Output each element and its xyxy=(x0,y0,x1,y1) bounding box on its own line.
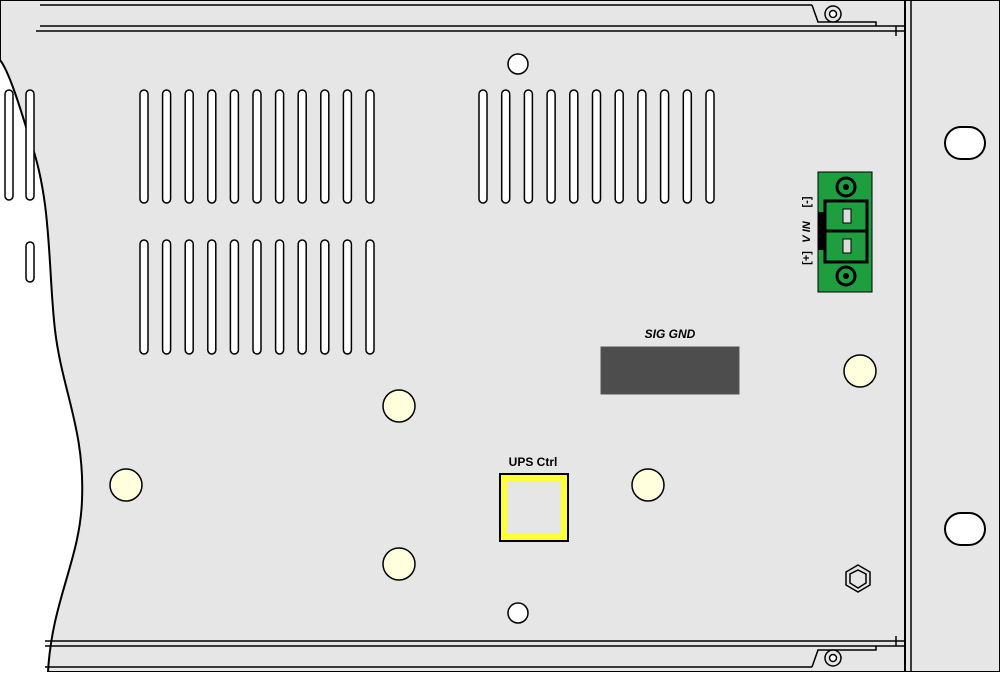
vent-slot xyxy=(252,239,262,355)
vent-slot xyxy=(161,239,172,355)
rail-screw-bottom xyxy=(824,649,842,667)
vin-label: [-] V IN [+] xyxy=(801,196,813,265)
vent-slot xyxy=(320,89,330,204)
led-indicators xyxy=(109,354,877,581)
vent-slot xyxy=(184,239,194,355)
vent-slot xyxy=(297,89,307,204)
vent-slot xyxy=(274,89,285,204)
vent-slot xyxy=(659,89,670,204)
vent-slot xyxy=(500,89,511,204)
bottom-rail xyxy=(45,636,905,668)
vin-plus-label: [+] xyxy=(801,251,813,265)
vin-text: V IN xyxy=(801,220,813,242)
vent-slot xyxy=(365,89,375,204)
led-1 xyxy=(109,468,143,502)
vent-slot xyxy=(229,239,240,355)
vent-slot xyxy=(207,89,217,204)
vin-terminal-block[interactable] xyxy=(817,171,873,293)
vent-slot xyxy=(365,239,375,355)
vent-slot xyxy=(320,239,330,355)
rail-screw-top xyxy=(824,5,842,23)
vent-group-upper-right xyxy=(478,89,715,204)
sig-gnd-label: SIG GND xyxy=(645,327,696,341)
ground-screw-icon xyxy=(845,564,871,593)
vent-slot xyxy=(546,89,556,204)
vent-slot xyxy=(342,239,353,355)
sig-gnd-block[interactable] xyxy=(600,346,740,395)
screw-hole-bottom xyxy=(507,602,529,624)
mounting-hole-top xyxy=(944,126,986,160)
led-2 xyxy=(382,389,416,423)
vent-slot xyxy=(614,89,624,204)
vent-slot xyxy=(161,89,172,204)
vent-slot xyxy=(637,89,647,204)
led-5 xyxy=(843,354,877,388)
led-3 xyxy=(382,547,416,581)
vent-slot xyxy=(252,89,262,204)
vent-slot xyxy=(274,239,285,355)
vent-slot xyxy=(139,239,149,355)
screw-hole-top xyxy=(507,53,529,75)
led-4 xyxy=(631,468,665,502)
mounting-hole-bottom xyxy=(944,512,986,546)
vent-slot xyxy=(207,239,217,355)
vent-slot xyxy=(229,89,240,204)
vent-group-lower-left xyxy=(139,239,375,355)
vent-group-upper-left xyxy=(139,89,375,204)
rack-ear xyxy=(904,0,1000,673)
vent-slot xyxy=(184,89,194,204)
top-rail xyxy=(36,4,905,36)
ups-ctrl-label: UPS Ctrl xyxy=(509,455,558,469)
vent-slot xyxy=(591,89,602,204)
vent-slot xyxy=(297,239,307,355)
vent-slot xyxy=(523,89,534,204)
ups-ctrl-port[interactable] xyxy=(499,473,569,542)
vent-group-left-edge xyxy=(4,89,35,283)
vent-slot xyxy=(342,89,353,204)
vent-slot xyxy=(682,89,693,204)
chassis-panel xyxy=(0,0,906,673)
vent-slot xyxy=(705,89,715,204)
vent-slot xyxy=(569,89,579,204)
vin-minus-label: [-] xyxy=(801,196,813,207)
vent-slot xyxy=(478,89,488,204)
vent-slot xyxy=(139,89,149,204)
